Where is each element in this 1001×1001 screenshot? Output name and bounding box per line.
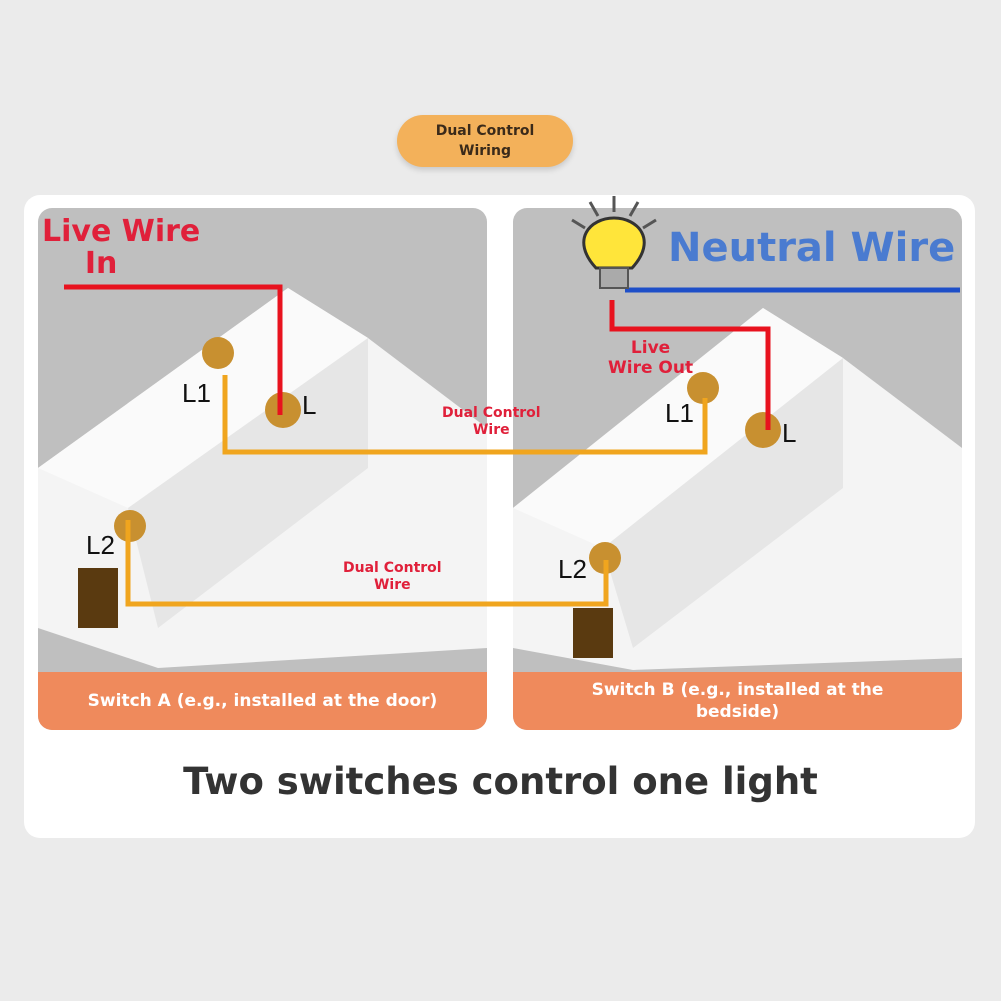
screw-l1 — [202, 337, 234, 369]
switch-a-terminal-l: L — [302, 390, 317, 420]
switch-a-illustration — [38, 288, 487, 668]
live-wire-out — [609, 300, 771, 430]
screw-l — [745, 412, 781, 448]
dual-control-wire-bottom — [125, 520, 609, 607]
switch-b-terminal-l2: L2 — [558, 554, 587, 584]
screw-l2 — [589, 542, 621, 574]
switch-b-footer: Switch B (e.g., installed at the bedside… — [513, 672, 962, 730]
neutral-wire-label: Neutral Wire — [668, 225, 956, 271]
dual-control-wire-top — [222, 375, 708, 455]
switch-a-terminal-l2: L2 — [86, 530, 115, 560]
switch-b-illustration — [513, 308, 962, 670]
light-bulb-icon — [571, 196, 657, 289]
switch-b-label-2: bedside) — [695, 702, 780, 722]
switch-b-panel: Switch B (e.g., installed at the bedside… — [513, 208, 962, 730]
screw-l1 — [687, 372, 719, 404]
diagram-caption: Two switches control one light — [183, 760, 818, 803]
badge-line2: Wiring — [459, 143, 511, 159]
screw-l — [265, 392, 301, 428]
switch-a-footer: Switch A (e.g., installed at the door) — [38, 672, 487, 730]
live-wire-in — [64, 284, 283, 415]
dual-control-wiring-badge: Dual Control Wiring — [397, 115, 573, 167]
badge-line1: Dual Control — [435, 123, 535, 139]
switch-b-terminal-l1: L1 — [665, 398, 694, 428]
switch-b-terminal-l: L — [782, 418, 797, 448]
switch-a-terminal-l1: L1 — [182, 378, 211, 408]
switch-a-label: Switch A (e.g., installed at the door) — [87, 691, 438, 711]
switch-a-panel: Switch A (e.g., installed at the door) — [38, 208, 487, 730]
switch-b-label-1: Switch B (e.g., installed at the — [591, 680, 884, 700]
